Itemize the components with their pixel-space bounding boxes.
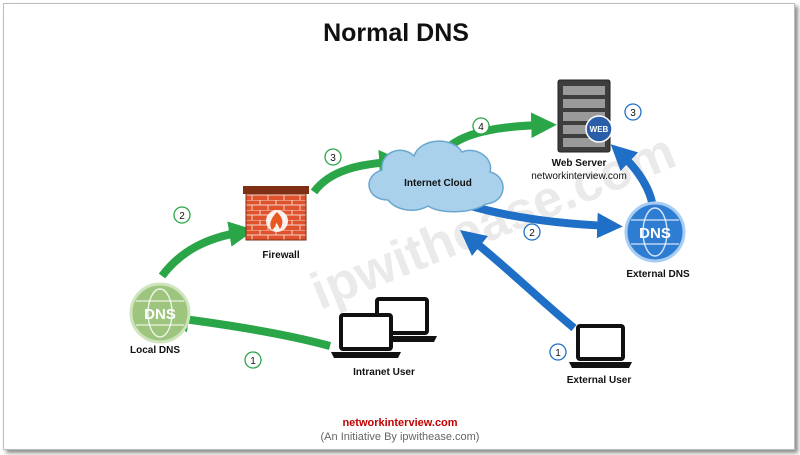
svg-text:4: 4 [478,122,484,133]
diagram-title: Normal DNS [323,19,469,47]
svg-text:2: 2 [179,211,185,222]
external-dns-label: External DNS [626,269,690,280]
external-user-icon [569,324,632,368]
web-server-sublabel: networkinterview.com [531,171,627,182]
external-dns-icon [624,201,686,263]
step-badge-green-1: 1 [244,351,262,369]
step-badge-blue-3: 3 [624,103,642,121]
footer-note: (An Initiative By ipwithease.com) [321,431,480,443]
svg-text:3: 3 [630,108,636,119]
arrow-external-dns-to-web-server [610,144,656,204]
step-badge-green-3: 3 [324,148,342,166]
local-dns-icon [129,282,191,344]
web-server-label: Web Server [552,158,607,169]
arrow-cloud-to-external-dns [462,200,623,239]
svg-text:1: 1 [250,356,256,367]
step-badge-green-2: 2 [173,206,191,224]
arrow-local-dns-to-firewall [158,221,255,279]
step-badge-blue-1: 1 [549,343,567,361]
step-badge-green-4: 4 [472,117,490,135]
step-badge-blue-2: 2 [523,223,541,241]
svg-text:3: 3 [330,153,336,164]
intranet-user-label: Intranet User [353,367,415,378]
svg-text:2: 2 [529,228,535,239]
firewall-icon [243,186,309,241]
intranet-user-icon [331,297,437,358]
arrow-intranet-to-local-dns [163,306,332,350]
external-user-label: External User [567,375,632,386]
web-server-icon-text: WEB [590,125,609,134]
internet-cloud-icon [368,140,504,213]
web-server-icon [557,79,613,153]
arrow-external-user-to-cloud [460,230,577,332]
local-dns-icon-text: DNS [144,306,176,323]
firewall-label: Firewall [262,250,299,261]
local-dns-label: Local DNS [130,345,180,356]
footer-site: networkinterview.com [342,417,457,429]
internet-cloud-label: Internet Cloud [404,178,472,189]
svg-text:1: 1 [555,348,561,359]
external-dns-icon-text: DNS [639,225,671,242]
